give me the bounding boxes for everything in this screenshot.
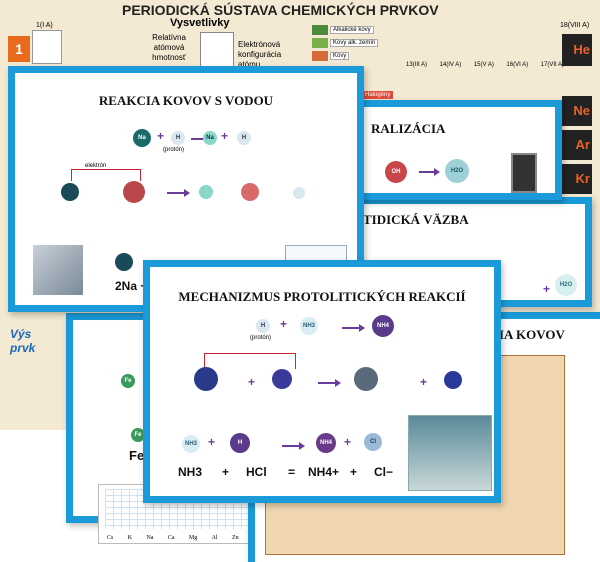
atom-na-dark	[115, 253, 133, 271]
periodic-title: PERIODICKÁ SÚSTAVA CHEMICKÝCH PRVKOV	[122, 2, 439, 18]
atom-fe: Fe	[131, 428, 145, 442]
plus-sign: +	[344, 435, 352, 449]
atom-h: H	[237, 131, 251, 145]
card-title: TIDICKÁ VÄZBA	[363, 212, 469, 227]
electron-bracket	[71, 169, 141, 181]
legend-swatch	[312, 25, 328, 35]
card-title: REAKCIA KOVOV S VODOU	[98, 93, 274, 108]
card-title: MECHANIZMUS PROTOLITICKÝCH REAKCIÍ	[178, 289, 466, 304]
test-tube-photo	[511, 153, 537, 193]
period-1-badge: 1	[8, 36, 30, 62]
group-18-label: 18(VIII A)	[560, 22, 590, 29]
plus-sign: +	[208, 435, 216, 449]
hydrogen-cell	[32, 30, 62, 64]
noble-cell: Ne	[562, 96, 592, 126]
card-protolytic-reactions: MECHANIZMUS PROTOLITICKÝCH REAKCIÍ H (pr…	[143, 260, 501, 503]
fumes-photo	[408, 415, 492, 491]
config-label: Elektrónová konfigurácia atómu	[238, 40, 282, 69]
equation-text: 2Na +	[115, 279, 148, 293]
electron-bracket	[204, 353, 296, 369]
atom-na	[199, 185, 213, 199]
equation-hcl: HCl	[246, 465, 267, 479]
proton-label: (protón)	[163, 147, 185, 153]
card-title: IA KOVOV	[499, 327, 565, 342]
equation-cl: Cl−	[374, 465, 394, 479]
atom-na-dark	[61, 183, 79, 201]
fe-label: Fe	[129, 448, 145, 463]
ammonia-model	[194, 367, 218, 391]
series-footer: CsKNaCaMgAlZnFe	[107, 535, 259, 541]
side-text-1: Výs	[10, 327, 32, 341]
atom-h	[293, 187, 305, 199]
atom-h: H	[230, 433, 250, 453]
noble-gas-column: He Ne Ar Kr	[562, 34, 592, 194]
molecule-h2o: H2O	[555, 274, 577, 296]
equation-plus-2: +	[350, 465, 358, 479]
card-neutralization: RALIZÁCIA OH H2O	[356, 100, 562, 200]
ion-nh4: NH4	[372, 315, 394, 337]
plus-sign: +	[157, 129, 165, 143]
atom-o	[241, 183, 259, 201]
atom-h: H	[256, 319, 270, 333]
plus-sign: +	[420, 375, 428, 389]
plus-sign: +	[221, 129, 229, 143]
molecule-nh3: NH3	[300, 317, 318, 335]
atom-na: Na	[203, 131, 217, 145]
legend-title: Vysvetlivky	[170, 17, 230, 29]
ammonium-model	[354, 367, 378, 391]
legend-swatch	[312, 51, 328, 61]
card-title: RALIZÁCIA	[371, 121, 446, 136]
equation-equals: =	[288, 465, 296, 479]
atom-fe: Fe	[121, 374, 135, 388]
plus-sign: +	[248, 375, 256, 389]
legend-halogen: Halogény	[362, 91, 394, 99]
plus-sign: +	[280, 317, 288, 331]
noble-cell: Ar	[562, 130, 592, 160]
reaction-arrow	[167, 189, 190, 197]
group-1-label: 1(I A)	[36, 22, 53, 29]
atom-cl	[272, 369, 292, 389]
reaction-arrow	[282, 442, 305, 450]
atom-na: Na	[133, 129, 151, 147]
equation-nh3: NH3	[178, 465, 203, 479]
reaction-arrow	[419, 168, 440, 176]
noble-cell: Kr	[562, 164, 592, 194]
chloride-ion	[444, 371, 462, 389]
relative-mass-label: Relatívna atómová hmotnosť	[152, 33, 186, 62]
legend-swatch	[312, 38, 328, 48]
atom-cl: Cl	[364, 433, 382, 451]
atom-h: H	[171, 131, 185, 145]
plus-sign: +	[543, 282, 551, 296]
legend-element-box	[200, 32, 234, 72]
legend-item: Alkalické kovy	[312, 24, 404, 36]
legend-item: Kovy	[312, 50, 404, 62]
noble-cell: He	[562, 34, 592, 66]
ion-nh4: NH4	[316, 433, 336, 453]
reaction-arrow	[342, 324, 365, 332]
legend-list: Alkalické kovy Kovy alk. zemín Kovy	[312, 24, 404, 63]
proton-label: (protón)	[250, 335, 272, 341]
side-text-2: prvk	[10, 341, 36, 355]
reaction-arrow	[318, 379, 341, 387]
equation-nh4: NH4+	[308, 465, 340, 479]
photo-sodium	[33, 245, 83, 295]
ion-oh: OH	[385, 161, 407, 183]
molecule-h2o: H2O	[445, 159, 469, 183]
atom-o	[123, 181, 145, 203]
electron-label: elektrón	[85, 163, 107, 169]
molecule-nh3: NH3	[182, 435, 200, 453]
legend-item: Kovy alk. zemín	[312, 37, 404, 49]
groups-right-header: 13(III A) 14(IV A) 15(V A) 16(VI A) 17(V…	[406, 62, 564, 68]
equation-plus: +	[222, 465, 230, 479]
